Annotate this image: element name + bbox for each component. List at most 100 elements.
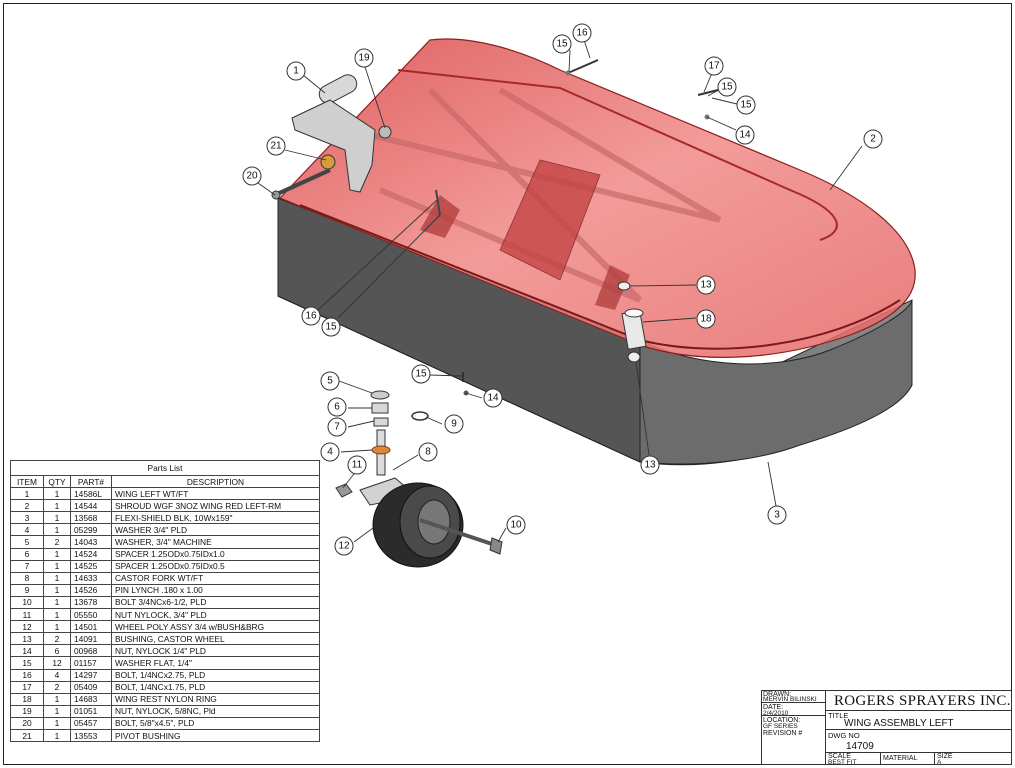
svg-text:7: 7 <box>334 422 340 433</box>
material-label: MATERIAL <box>883 755 918 762</box>
shroud-part <box>278 38 916 358</box>
header-description: DESCRIPTION <box>111 474 320 489</box>
svg-text:15: 15 <box>415 369 427 380</box>
callout-11: 11 <box>347 455 367 475</box>
svg-text:20: 20 <box>246 171 258 182</box>
svg-text:9: 9 <box>451 419 457 430</box>
parts-list-header: ITEM QTY PART# DESCRIPTION <box>10 474 320 489</box>
parts-cell-desc: WING LEFT WT/FT <box>111 487 320 501</box>
svg-text:1: 1 <box>293 66 299 77</box>
parts-cell-desc: BOLT 3/4NCx6-1/2, PLD <box>111 595 320 610</box>
parts-cell-item: 15 <box>10 656 44 670</box>
parts-cell-part: 14091 <box>70 632 112 646</box>
parts-cell-desc: BOLT, 1/4NCx2.75, PLD <box>111 668 320 682</box>
svg-text:8: 8 <box>425 447 431 458</box>
parts-cell-desc: BUSHING, CASTOR WHEEL <box>111 632 320 646</box>
callout-14-a: 14 <box>735 125 755 145</box>
svg-text:5: 5 <box>327 376 333 387</box>
parts-cell-part: 13568 <box>70 511 112 525</box>
title-block: DRAWN: MERVIN BILINSKI DATE: 2/4/2010 LO… <box>761 690 1012 766</box>
parts-cell-desc: BOLT, 1/4NCx1.75, PLD <box>111 680 320 694</box>
svg-text:15: 15 <box>721 82 733 93</box>
parts-cell-item: 2 <box>10 499 44 513</box>
parts-cell-qty: 1 <box>43 716 71 730</box>
svg-text:10: 10 <box>510 520 522 531</box>
callout-13-a: 13 <box>696 275 716 295</box>
svg-text:3: 3 <box>774 510 780 521</box>
parts-cell-item: 8 <box>10 571 44 585</box>
callout-1: 1 <box>286 61 306 81</box>
svg-text:15: 15 <box>556 39 568 50</box>
callout-12: 12 <box>334 536 354 556</box>
header-qty: QTY <box>43 474 71 489</box>
svg-text:19: 19 <box>358 53 370 64</box>
parts-cell-item: 14 <box>10 644 44 658</box>
svg-text:16: 16 <box>576 28 588 39</box>
svg-text:13: 13 <box>644 460 656 471</box>
parts-cell-item: 18 <box>10 692 44 706</box>
parts-cell-part: 05299 <box>70 523 112 537</box>
parts-cell-qty: 1 <box>43 523 71 537</box>
location-value: GF SERIES <box>763 723 798 730</box>
parts-cell-desc: CASTOR FORK WT/FT <box>111 571 320 585</box>
parts-cell-part: 14524 <box>70 547 112 561</box>
parts-cell-desc: NUT, NYLOCK 1/4" PLD <box>111 644 320 658</box>
parts-cell-qty: 1 <box>43 559 71 573</box>
parts-cell-part: 01157 <box>70 656 112 670</box>
wing-rest-part <box>617 281 647 363</box>
drawing-frame <box>3 3 1012 765</box>
parts-cell-qty: 1 <box>43 704 71 718</box>
parts-cell-qty: 6 <box>43 644 71 658</box>
parts-cell-qty: 1 <box>43 511 71 525</box>
parts-cell-qty: 1 <box>43 692 71 706</box>
parts-cell-item: 10 <box>10 595 44 610</box>
parts-cell-desc: WASHER FLAT, 1/4" <box>111 656 320 670</box>
callout-9: 9 <box>444 414 464 434</box>
parts-cell-desc: WASHER, 3/4" MACHINE <box>111 535 320 549</box>
parts-cell-qty: 2 <box>43 680 71 694</box>
parts-cell-part: 14586L <box>70 487 112 501</box>
revision-label: REVISION # <box>763 730 803 737</box>
parts-cell-item: 11 <box>10 608 44 622</box>
svg-text:11: 11 <box>352 460 363 471</box>
callout-10: 10 <box>506 515 526 535</box>
parts-cell-item: 21 <box>10 728 44 743</box>
svg-text:18: 18 <box>700 314 712 325</box>
callout-16-b: 16 <box>301 306 321 326</box>
parts-cell-qty: 1 <box>43 547 71 561</box>
date-value: 2/4/2010 <box>763 710 789 717</box>
drawn-label: DRAWN: <box>763 691 792 698</box>
parts-cell-part: 14525 <box>70 559 112 573</box>
callout-18: 18 <box>696 309 716 329</box>
parts-cell-desc: WASHER 3/4" PLD <box>111 523 320 537</box>
parts-cell-qty: 1 <box>43 620 71 634</box>
wing-arm-part <box>271 74 392 200</box>
svg-text:4: 4 <box>327 447 333 458</box>
parts-cell-item: 6 <box>10 547 44 561</box>
svg-text:6: 6 <box>334 402 340 413</box>
parts-cell-part: 13678 <box>70 595 112 610</box>
callout-19: 19 <box>354 48 374 68</box>
header-part: PART# <box>70 474 112 489</box>
parts-cell-desc: NUT NYLOCK, 3/4" PLD <box>111 608 320 622</box>
flexi-shield-part <box>277 197 913 466</box>
callout-17: 17 <box>704 56 724 76</box>
parts-cell-qty: 2 <box>43 535 71 549</box>
parts-cell-item: 16 <box>10 668 44 682</box>
date-label: DATE: <box>763 704 784 711</box>
callout-15-a: 15 <box>552 34 572 54</box>
parts-cell-desc: NUT, NYLOCK, 5/8NC, Pld <box>111 704 320 718</box>
parts-cell-item: 3 <box>10 511 44 525</box>
callout-4: 4 <box>320 442 340 462</box>
callout-16-a: 16 <box>572 23 592 43</box>
